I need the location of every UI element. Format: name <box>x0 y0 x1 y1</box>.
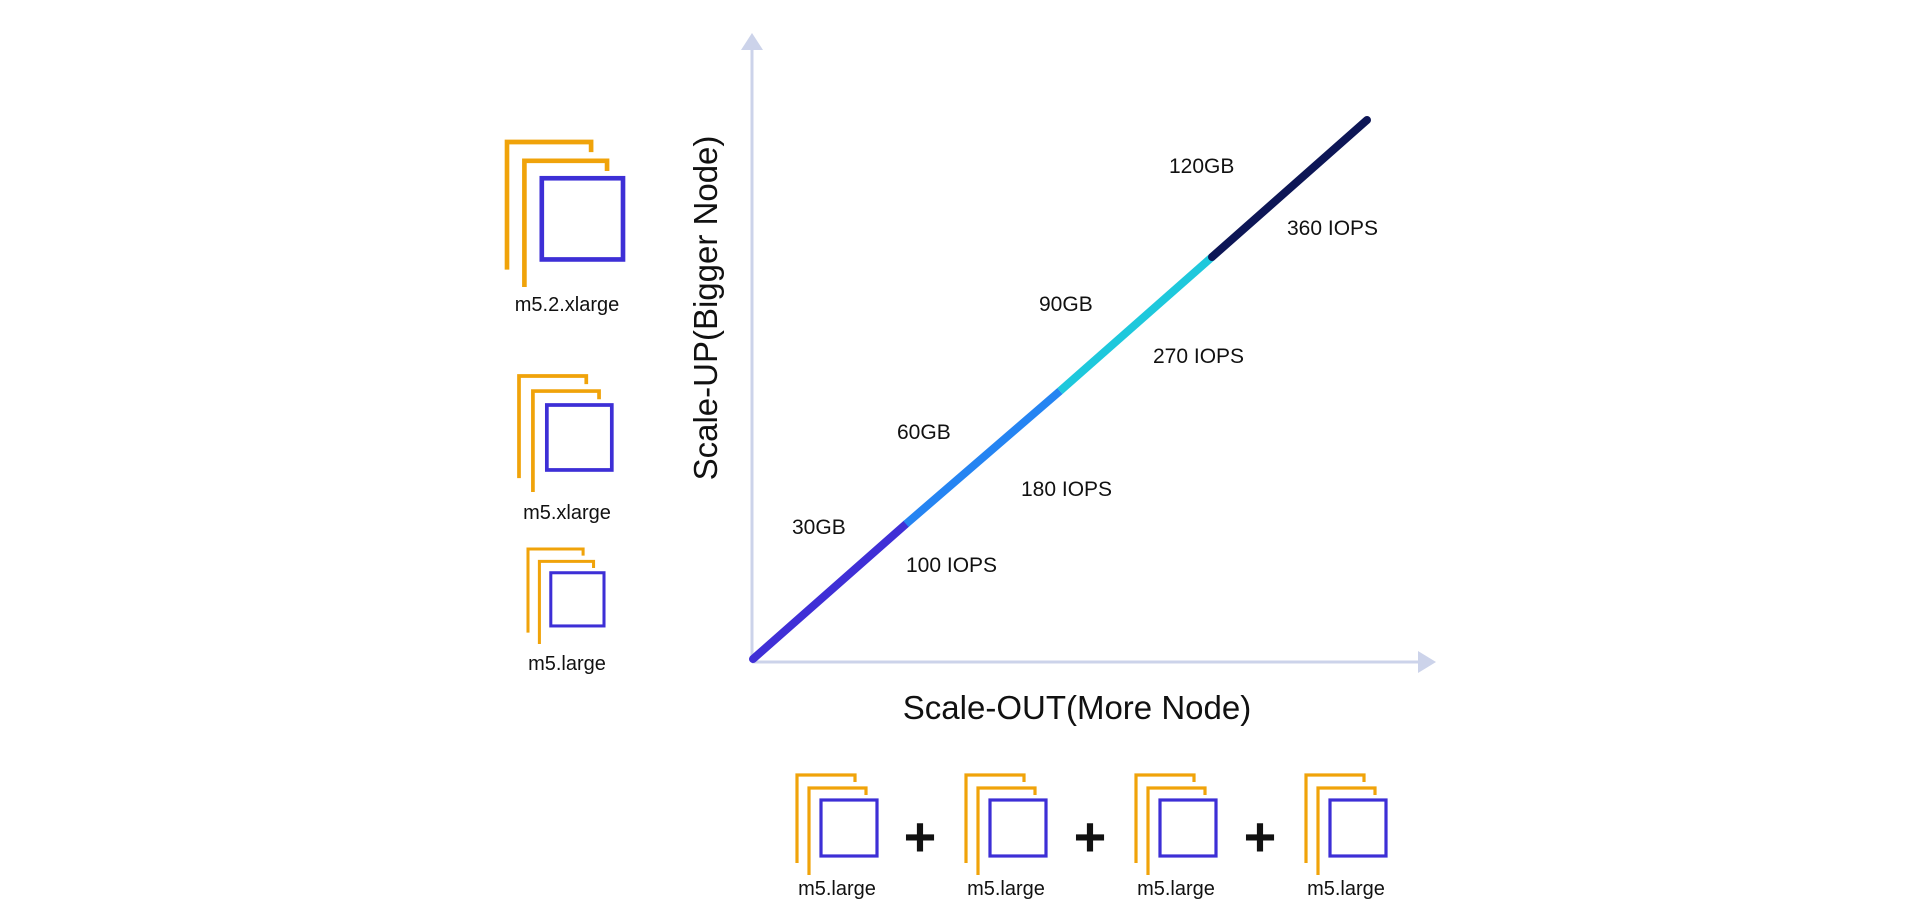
node-label: m5.xlarge <box>523 502 611 524</box>
node-icon-m5-xlarge: m5.xlarge <box>517 374 614 524</box>
storage-label-30gb: 30GB <box>792 516 846 539</box>
node-icon-m5-large-2: m5.large <box>964 773 1048 900</box>
stacked-server-icon <box>1134 773 1218 875</box>
scale-out-nodes: m5.large + m5.large + m5.large + <box>795 773 1388 900</box>
node-label: m5.large <box>1137 878 1215 900</box>
storage-label-120gb: 120GB <box>1169 155 1234 178</box>
growth-line <box>749 116 1371 663</box>
stacked-server-icon <box>1304 773 1388 875</box>
plus-icon: + <box>904 805 937 868</box>
data-labels: 30GB 100 IOPS 60GB 180 IOPS 90GB 270 IOP… <box>792 155 1378 577</box>
node-label: m5.2.xlarge <box>515 294 620 316</box>
line-segment-3 <box>1057 253 1215 395</box>
stacked-server-icon <box>964 773 1048 875</box>
storage-label-90gb: 90GB <box>1039 293 1093 316</box>
scale-up-nodes: m5.2.xlarge m5.xlarge m5.large <box>504 139 626 675</box>
stacked-server-icon <box>795 773 879 875</box>
node-icon-m5-large-3: m5.large <box>1134 773 1218 900</box>
iops-label-360: 360 IOPS <box>1287 217 1378 240</box>
node-icon-m5-large: m5.large <box>526 547 606 675</box>
line-segment-1 <box>749 520 910 663</box>
plus-icon: + <box>1244 805 1277 868</box>
x-axis-title: Scale-OUT(More Node) <box>903 689 1251 726</box>
x-axis-arrow-icon <box>1418 651 1436 673</box>
y-axis-title: Scale-UP(Bigger Node) <box>687 136 724 481</box>
axes <box>741 33 1436 673</box>
node-label: m5.large <box>967 878 1045 900</box>
iops-label-100: 100 IOPS <box>906 554 997 577</box>
storage-label-60gb: 60GB <box>897 421 951 444</box>
node-icon-m5-large-4: m5.large <box>1304 773 1388 900</box>
stacked-server-icon <box>526 547 606 645</box>
line-segment-4 <box>1208 116 1371 261</box>
node-label: m5.large <box>798 878 876 900</box>
iops-label-180: 180 IOPS <box>1021 478 1112 501</box>
y-axis-arrow-icon <box>741 33 763 50</box>
node-icon-m5-large-1: m5.large <box>795 773 879 900</box>
node-icon-m5-2xlarge: m5.2.xlarge <box>504 139 626 316</box>
iops-label-270: 270 IOPS <box>1153 345 1244 368</box>
node-label: m5.large <box>1307 878 1385 900</box>
stacked-server-icon <box>504 139 626 288</box>
node-label: m5.large <box>528 653 606 675</box>
plus-icon: + <box>1074 805 1107 868</box>
stacked-server-icon <box>517 374 614 492</box>
line-segment-2 <box>903 387 1063 528</box>
